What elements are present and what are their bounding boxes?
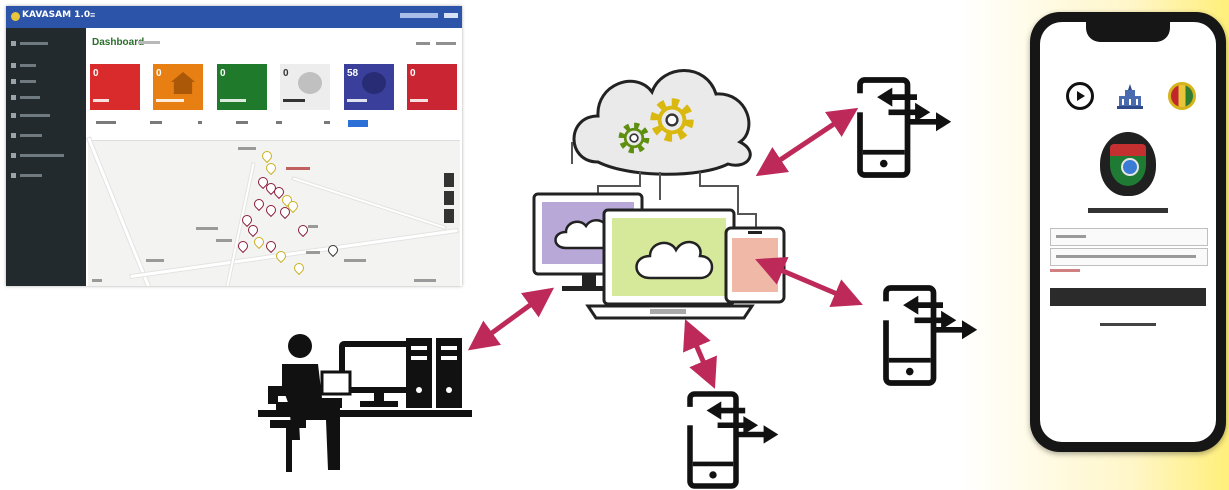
computer-user-icon (258, 334, 472, 472)
map-zoom-out-button[interactable] (444, 191, 454, 205)
filter-label (96, 121, 116, 124)
sidebar-item[interactable] (6, 58, 86, 74)
filter-select[interactable] (276, 121, 282, 124)
arrow-cloud-to-mobile-top (755, 107, 859, 177)
shield-logo-icon (1100, 132, 1156, 196)
arrow-user-to-cloud (467, 287, 555, 351)
stat-card[interactable]: 0 (153, 64, 203, 110)
filter-select[interactable] (150, 121, 162, 124)
stat-value: 58 (347, 68, 359, 79)
dashboard-screenshot: KAVASAM 1.0 ≡ Dashboard 0 0 0 (6, 6, 462, 286)
sidebar-item[interactable] (6, 108, 86, 124)
hamburger-menu-icon[interactable]: ≡ (90, 10, 96, 20)
mobile-sync-icon (684, 394, 778, 486)
dashboard-sidebar (6, 28, 86, 286)
breadcrumb-dashboard (436, 42, 456, 45)
phone-notch (1086, 22, 1170, 42)
sidebar-item[interactable] (6, 74, 86, 90)
brand-logo-icon (11, 12, 20, 21)
flag-emblem-icon (1168, 82, 1196, 110)
login-button[interactable] (1050, 288, 1206, 306)
stat-card[interactable]: 0 (217, 64, 267, 110)
password-field[interactable] (1050, 248, 1208, 266)
dashboard-topbar: KAVASAM 1.0 ≡ (6, 6, 462, 28)
cloud-gears-icon (571, 69, 752, 176)
incident-map[interactable] (85, 136, 460, 286)
dashboard-main: Dashboard 0 0 0 0 58 0 (85, 28, 462, 286)
play-logo-icon (1066, 82, 1094, 110)
breadcrumb-home[interactable] (416, 42, 430, 45)
stat-card[interactable]: 58 (344, 64, 394, 110)
mobile-app-mockup (1030, 12, 1226, 452)
stat-card[interactable]: 0 (280, 64, 330, 110)
user-menu[interactable] (400, 13, 438, 18)
sidebar-item[interactable] (6, 128, 86, 144)
app-title (1088, 208, 1168, 213)
username-field[interactable] (1050, 228, 1208, 246)
dashboard-title: Dashboard (92, 37, 145, 48)
field-hint (1050, 269, 1080, 272)
house-icon (171, 72, 195, 94)
filter-select[interactable] (324, 121, 330, 124)
stat-value: 0 (410, 68, 416, 79)
dashboard-brand: KAVASAM 1.0 (22, 10, 91, 20)
building-emblem-icon (1117, 84, 1143, 109)
logout-link[interactable] (444, 13, 458, 18)
laptop-cloud-icon (585, 208, 755, 320)
stat-value: 0 (283, 68, 289, 79)
sidebar-item[interactable] (6, 168, 86, 184)
sidebar-item[interactable] (6, 36, 86, 52)
sidebar-item[interactable] (6, 90, 86, 106)
user-icon (362, 72, 386, 94)
arrow-cloud-to-mobile-right (755, 257, 863, 307)
connection-arrows (467, 107, 863, 389)
stat-value: 0 (156, 68, 162, 79)
stat-value: 0 (220, 68, 226, 79)
stat-card[interactable]: 0 (90, 64, 140, 110)
filter-select[interactable] (236, 121, 248, 124)
stat-value: 0 (93, 68, 99, 79)
phone-screen (1040, 22, 1216, 442)
mobile-sync-icon (854, 80, 951, 175)
stat-card[interactable]: 0 (407, 64, 457, 110)
mobile-sync-icon (880, 288, 977, 383)
arrow-cloud-to-mobile-bottom (683, 319, 717, 389)
sad-face-icon (298, 72, 322, 94)
map-zoom-in-button[interactable] (444, 173, 454, 187)
map-layers-button[interactable] (444, 209, 454, 223)
register-link[interactable] (1100, 323, 1156, 326)
sidebar-item[interactable] (6, 148, 86, 164)
dashboard-subtitle (138, 41, 160, 44)
search-button[interactable] (348, 120, 368, 127)
filter-select[interactable] (198, 121, 202, 124)
